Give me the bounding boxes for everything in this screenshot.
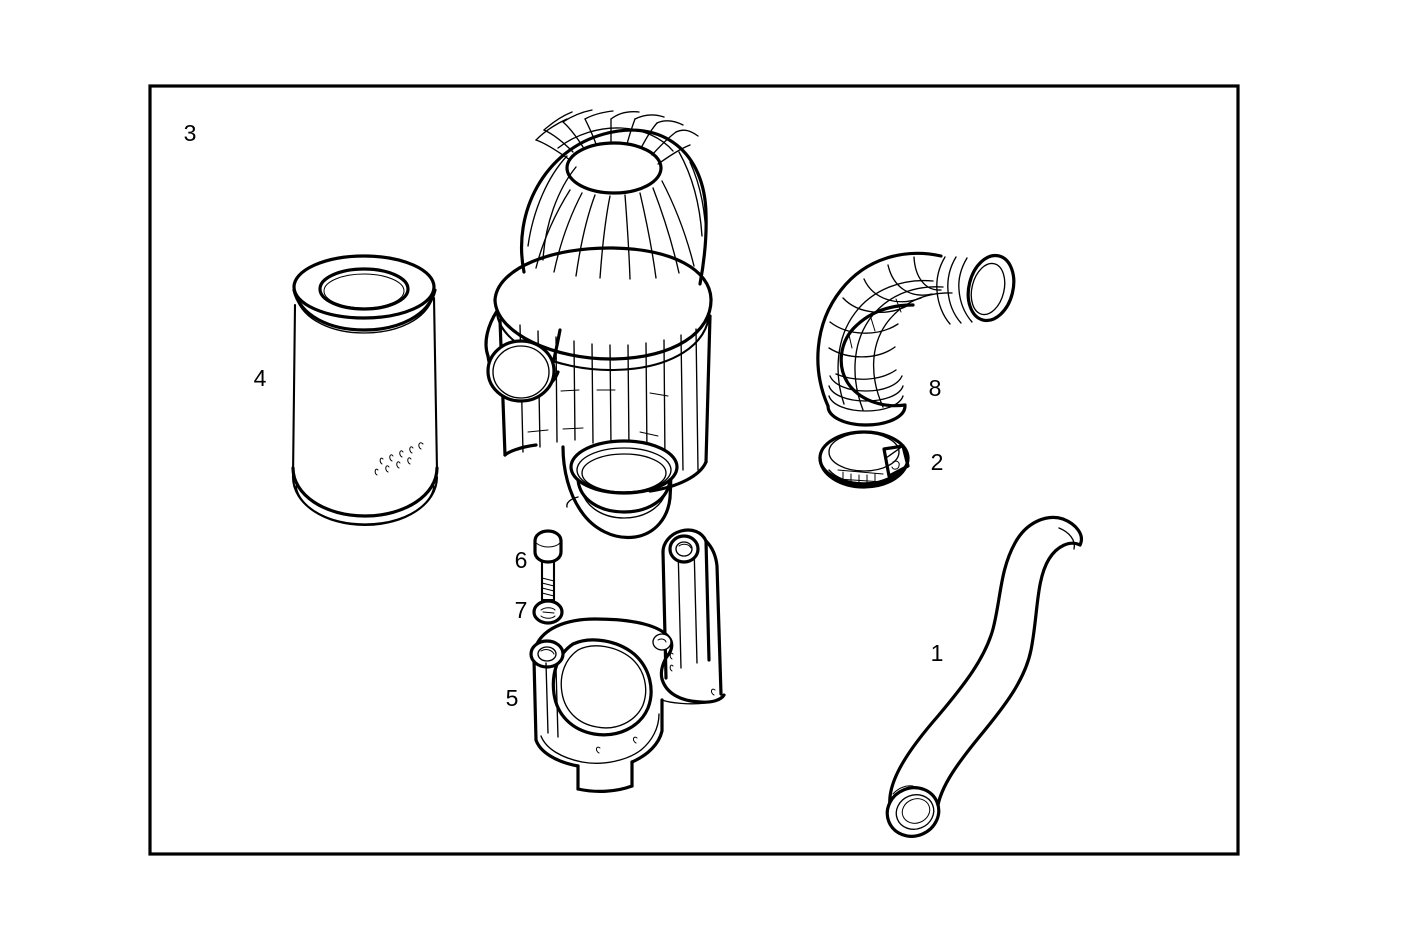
part-mounting-bracket [529,528,726,793]
part-filter-element [291,254,439,527]
part-hex-bolt [533,529,563,602]
callout-label-3: 3 [184,120,197,146]
callout-label-1: 1 [931,640,944,666]
part-hose-clamp [818,430,910,489]
callout-label-2: 2 [931,449,944,475]
callout-label-7: 7 [515,597,528,623]
part-elbow-hose [816,251,1016,427]
callout-label-5: 5 [506,685,519,711]
diagram-border [148,84,1240,856]
callout-label-4: 4 [254,365,267,391]
callout-labels: 3 4 6 7 5 8 2 1 [184,120,944,711]
part-curved-hose [885,515,1083,838]
part-air-cleaner-housing [484,109,713,540]
callout-label-8: 8 [929,375,942,401]
callout-label-6: 6 [515,547,528,573]
part-washer [532,599,564,625]
